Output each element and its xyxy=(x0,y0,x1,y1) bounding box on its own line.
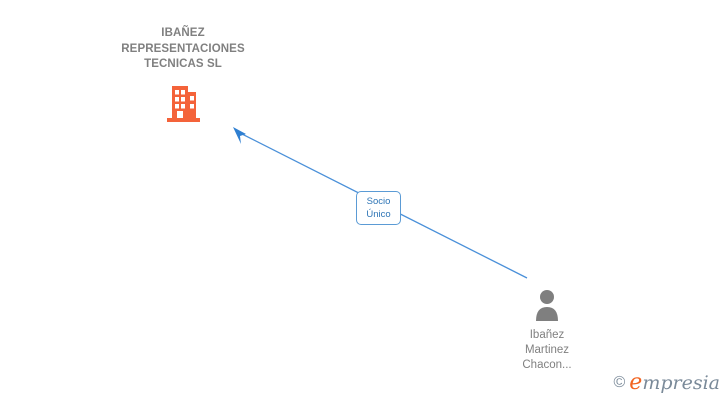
brand-logo: empresia xyxy=(629,372,720,394)
relation-label-box[interactable]: Socio Único xyxy=(356,191,401,225)
person-name-label: Ibañez Martinez Chacon... xyxy=(522,329,572,371)
company-node[interactable]: IBAÑEZ REPRESENTACIONES TECNICAS SL xyxy=(88,26,278,123)
watermark: © empresia xyxy=(614,372,721,394)
person-silhouette-icon xyxy=(536,290,558,321)
relation-label-text: Socio Único xyxy=(366,196,391,220)
brand-initial: e xyxy=(629,370,643,395)
arrowhead-icon xyxy=(233,127,246,144)
person-node[interactable]: Ibañez Martinez Chacon... xyxy=(477,286,617,373)
person-icon-wrap xyxy=(477,286,617,322)
company-icon-wrap xyxy=(88,83,278,123)
brand-rest: mpresia xyxy=(642,372,720,394)
copyright-icon: © xyxy=(613,374,626,391)
company-name-label: IBAÑEZ REPRESENTACIONES TECNICAS SL xyxy=(121,27,245,70)
building-icon xyxy=(167,85,200,122)
